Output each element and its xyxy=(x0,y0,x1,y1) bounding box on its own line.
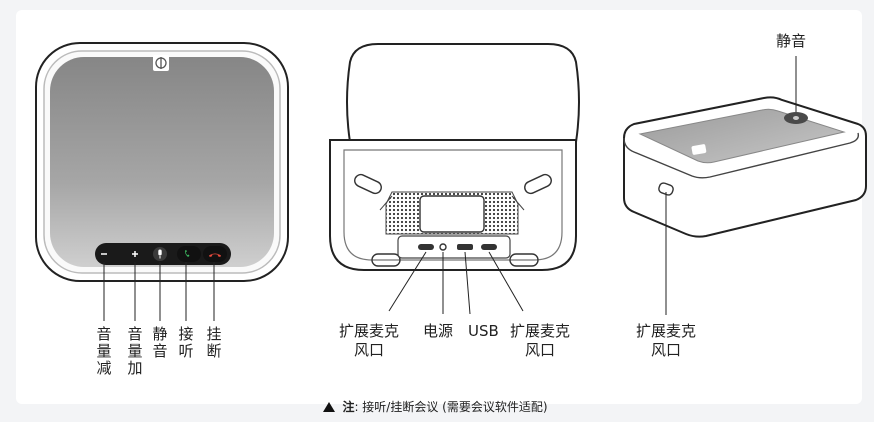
microphone-icon xyxy=(793,116,799,120)
ext-mic-port-left xyxy=(418,244,434,250)
answer-button[interactable] xyxy=(177,246,201,262)
plus-button[interactable] xyxy=(132,251,138,257)
label-mute: 静音 xyxy=(152,325,168,360)
label-power: 电源 xyxy=(423,322,454,340)
warning-triangle-icon xyxy=(323,402,335,412)
minus-button[interactable] xyxy=(98,248,110,260)
label-bottom-ext-mic-2: 扩展麦克风口 xyxy=(509,322,570,359)
label-hangup: 挂断 xyxy=(206,325,222,360)
label-usb: USB xyxy=(468,322,499,340)
label-bottom-ext-mic: 扩展麦克风口 xyxy=(338,322,399,359)
label-answer: 接听 xyxy=(178,325,194,360)
phone-hangup-icon xyxy=(209,253,221,257)
side-ext-mic-port xyxy=(658,182,674,196)
brand-logo-icon xyxy=(691,144,707,155)
device-bottom-view xyxy=(329,43,580,315)
device-perspective-view xyxy=(623,56,867,315)
usb-port xyxy=(457,244,473,250)
mute-button[interactable] xyxy=(153,247,167,261)
label-volume-up: 音量加 xyxy=(127,325,143,377)
microphone-icon xyxy=(158,249,162,259)
hangup-button[interactable] xyxy=(203,246,227,262)
device-top-view xyxy=(35,42,289,321)
plus-icon xyxy=(132,251,138,257)
ext-mic-port-right xyxy=(481,244,497,250)
footnote-text: : 接听/挂断会议 (需要会议软件适配) xyxy=(354,400,548,414)
mute-button-top[interactable] xyxy=(784,112,808,124)
label-top-mute: 静音 xyxy=(776,32,807,50)
label-side-ext-mic: 扩展麦克风口 xyxy=(635,322,696,359)
phone-answer-icon xyxy=(185,250,190,257)
brand-logo-icon xyxy=(153,55,169,71)
power-port xyxy=(439,243,447,251)
footnote-prefix: 注 xyxy=(342,400,355,414)
label-volume-down: 音量减 xyxy=(96,325,112,377)
footnote: 注: 接听/挂断会议 (需要会议软件适配) xyxy=(0,398,874,415)
